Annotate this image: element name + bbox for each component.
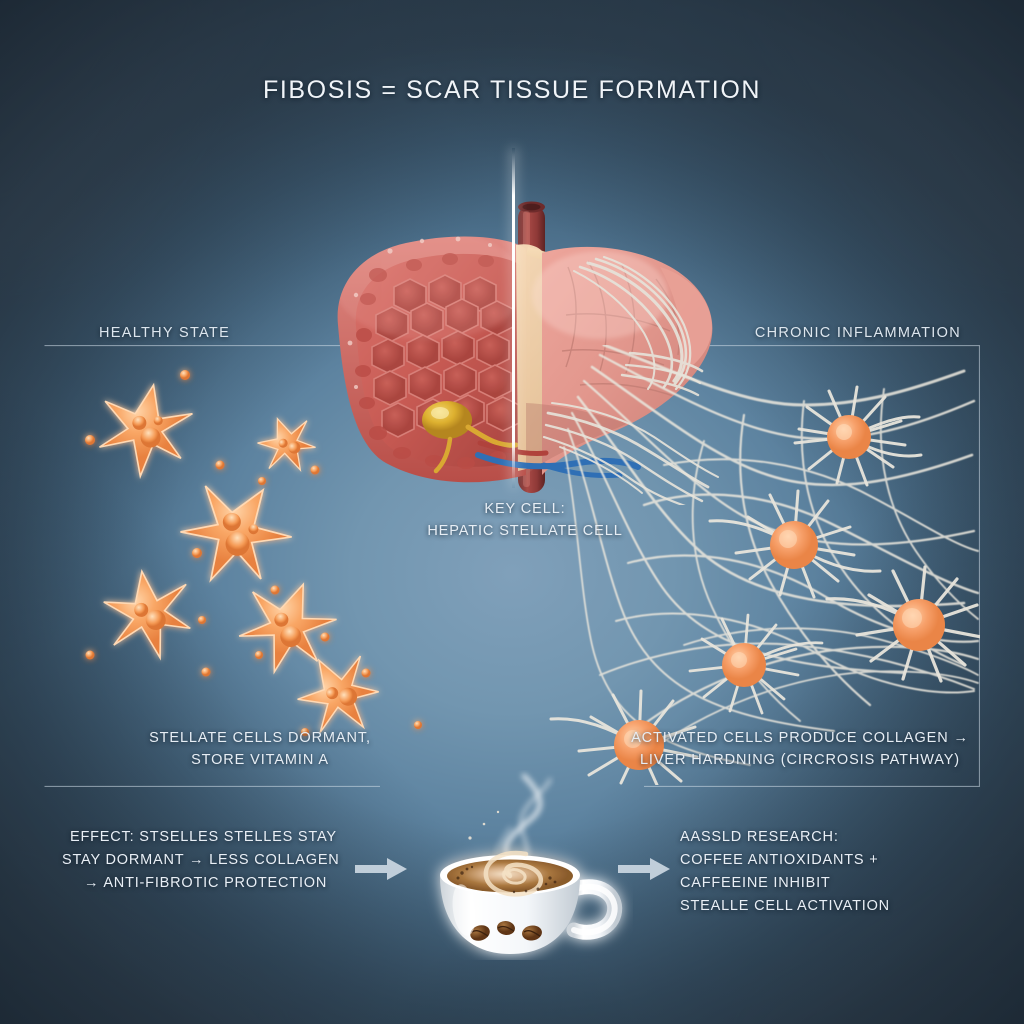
center-caption-line-2: HEPATIC STELLATE CELL [427, 523, 623, 539]
footer-left-line-3: → ANTI-FIBROTIC PROTECTION [84, 875, 328, 891]
footer-right-line-4: STEALLE CELL ACTIVATION [680, 898, 890, 914]
stellate-cell-activated [708, 489, 882, 599]
footer-right-text: AASSLD RESEARCH: COFFEE ANTIOXIDANTS + C… [680, 826, 980, 918]
right-caption: ACTIVATED CELLS PRODUCE COLLAGEN → LIVER… [620, 727, 980, 771]
cells-layer [85, 345, 980, 785]
stellate-cell-dormant [257, 417, 316, 472]
stellate-cell-dormant [238, 582, 337, 675]
footer-left-line-1: EFFECT: STSELLES STELLES STAY [70, 829, 337, 845]
panel-label-healthy: HEALTHY STATE [99, 325, 231, 341]
stellate-cell-activated [825, 565, 980, 683]
panel-label-chronic: CHRONIC INFLAMMATION [754, 325, 961, 341]
liver-cross-section [337, 236, 526, 483]
footer-right-line-1: AASSLD RESEARCH: [680, 829, 839, 845]
liver-anatomy-illustration [337, 201, 719, 505]
stellate-cell-activated [549, 689, 699, 785]
dormant-stellate-cells [85, 370, 422, 736]
foam-bubbles [456, 865, 557, 894]
page-title: FIBOSIS = SCAR TISSUE FORMATION [262, 76, 762, 104]
right-caption-line-1: ACTIVATED CELLS PRODUCE COLLAGEN → [631, 730, 969, 746]
stellate-cell-dormant [297, 655, 379, 733]
stellate-cell-dormant [99, 382, 193, 480]
center-caption: KEY CELL: HEPATIC STELLATE CELL [380, 498, 670, 542]
footer-right-line-3: CAFFEEINE INHIBIT [680, 875, 831, 891]
stellate-cell-dormant [180, 485, 292, 583]
activated-stellate-cells [549, 385, 980, 785]
cup-bean-decoration [470, 920, 542, 941]
footer-left-text: EFFECT: STSELLES STELLES STAY STAY DORMA… [62, 826, 347, 895]
stellate-cell-activated [688, 613, 824, 715]
stellate-cell-dormant [103, 569, 191, 661]
arrow-right-icon [355, 858, 407, 880]
hepatic-vessels [475, 440, 641, 478]
right-caption-line-2: LIVER HARDNING (CIRCROSIS PATHWAY) [639, 752, 961, 768]
split-divider-line [512, 148, 515, 488]
collagen-mesh [563, 345, 980, 766]
left-caption-line-2: STORE VITAMIN A [191, 752, 329, 768]
left-caption-line-1: STELLATE CELLS DORMANT, [149, 730, 371, 746]
stellate-cell-activated [793, 385, 923, 487]
footer-left-line-2: STAY DORMANT → LESS COLLAGEN [62, 852, 340, 868]
gallbladder [422, 401, 519, 474]
sparkles [460, 810, 500, 864]
center-caption-line-1: KEY CELL: [484, 501, 566, 517]
arrow-right-icon [618, 858, 670, 880]
footer-right-line-2: COFFEE ANTIOXIDANTS + [680, 852, 879, 868]
coffee-cup-illustration [440, 773, 623, 954]
left-caption: STELLATE CELLS DORMANT, STORE VITAMIN A [95, 727, 425, 771]
